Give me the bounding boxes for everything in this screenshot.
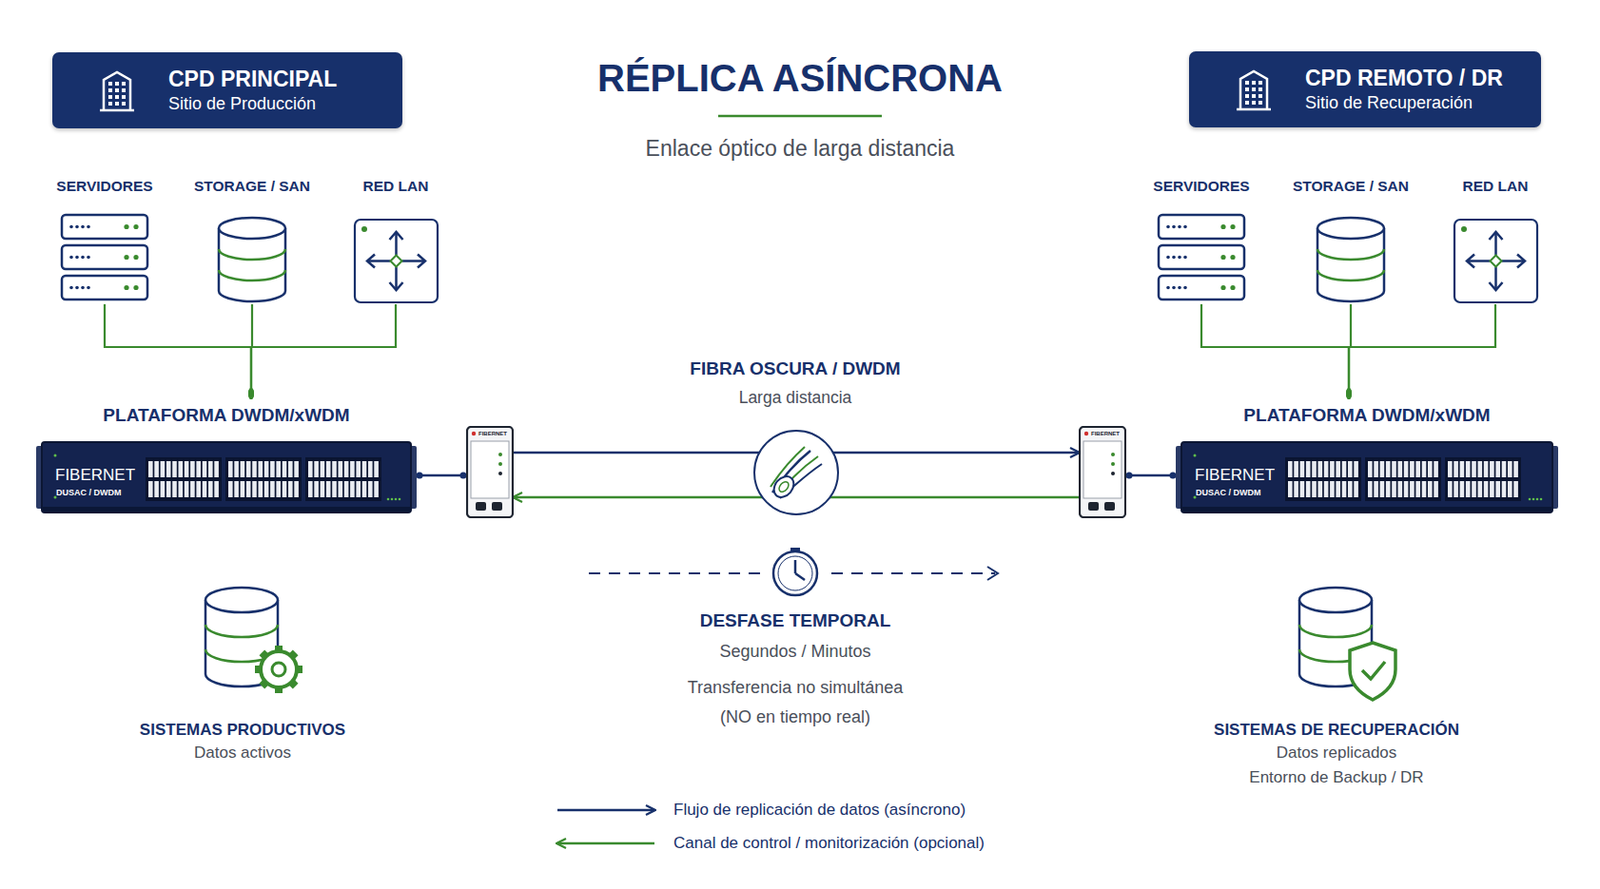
port-dot <box>460 472 468 480</box>
diagram-subtitle: Enlace óptico de larga distancia <box>645 134 956 163</box>
title-underline <box>718 115 882 118</box>
fiber-link <box>416 474 467 478</box>
site-subtitle: Sitio de Producción <box>168 92 382 116</box>
equipment-symbol-svg <box>215 215 289 305</box>
database-icon-svg <box>202 585 306 704</box>
equipment-icon: RED LAN <box>319 176 472 305</box>
equipment-symbol <box>1314 215 1387 305</box>
system-title: SISTEMAS DE RECUPERACIÓN <box>1213 720 1460 742</box>
transceiver-body <box>1078 426 1127 519</box>
junction-dot <box>248 388 254 400</box>
equipment-label: RED LAN <box>1463 176 1529 196</box>
building-icon-svg <box>97 68 137 113</box>
junction-dot <box>248 388 254 400</box>
equipment-label: SERVIDORES <box>56 176 153 196</box>
building-icon <box>97 68 137 113</box>
link-line <box>1201 304 1349 400</box>
annotation-text: DESFASE TEMPORAL <box>700 608 892 633</box>
equipment-symbol-svg <box>352 217 440 305</box>
site-subtitle: Sitio de Recuperación <box>1305 91 1521 115</box>
equipment-icon: STORAGE / SAN <box>175 176 329 305</box>
legend-text: Canal de control / monitorización (opcio… <box>673 833 985 855</box>
legend-line-sample <box>557 809 655 813</box>
equipment-icon: SERVIDORES <box>28 176 181 305</box>
transceiver-brand: FIBERNET <box>1091 429 1120 438</box>
transceiver-unit: FIBERNET <box>466 426 514 519</box>
equipment-label: STORAGE / SAN <box>1292 176 1409 196</box>
fiber-link <box>1126 474 1176 478</box>
transceiver-unit: FIBERNET <box>1078 426 1127 519</box>
annotation-text: Segundos / Minutos <box>719 641 871 664</box>
transceiver-body-svg <box>1078 426 1127 519</box>
dwdm-platform: PLATAFORMA DWDM/xWDM FIBERNETDUSAC / DWDM <box>1175 399 1559 517</box>
equipment-symbol-svg <box>59 213 150 305</box>
site-header-box: CPD REMOTO / DRSitio de Recuperación <box>1189 51 1542 128</box>
system-summary: SISTEMAS PRODUCTIVOSDatos activos <box>90 585 395 766</box>
rack-brand: FIBERNET <box>1194 466 1275 486</box>
equipment-icon: RED LAN <box>1419 176 1572 305</box>
equipment-symbol <box>59 213 150 305</box>
system-summary: SISTEMAS DE RECUPERACIÓNDatos replicados… <box>1184 585 1489 791</box>
equipment-icon: SERVIDORES <box>1125 176 1278 305</box>
dwdm-platform: PLATAFORMA DWDM/xWDM FIBERNETDUSAC / DWDM <box>36 399 417 517</box>
link-line <box>104 304 252 400</box>
equipment-symbol <box>1156 213 1247 305</box>
rack-model: DUSAC / DWDM <box>1195 487 1262 499</box>
site-title: CPD PRINCIPAL <box>168 65 382 93</box>
junction-dot <box>1346 388 1352 400</box>
platform-label: PLATAFORMA DWDM/xWDM <box>36 404 417 428</box>
link-line <box>251 304 396 400</box>
database-icon <box>1296 585 1400 704</box>
transceiver-brand: FIBERNET <box>478 429 508 438</box>
junction-dot <box>1346 388 1352 400</box>
annotation-text: Larga distancia <box>739 387 853 410</box>
equipment-label: STORAGE / SAN <box>194 176 311 196</box>
equipment-label: SERVIDORES <box>1152 176 1249 196</box>
annotation-text: (NO en tiempo real) <box>720 706 871 729</box>
system-detail: Datos replicados <box>1276 741 1398 766</box>
system-detail: Entorno de Backup / DR <box>1248 765 1424 791</box>
database-icon-svg <box>1296 585 1400 704</box>
system-detail: Datos activos <box>194 741 292 766</box>
database-icon <box>202 585 306 704</box>
site-header-box: CPD PRINCIPALSitio de Producción <box>52 52 403 129</box>
junction-dot <box>1346 388 1352 400</box>
legend-line-sample <box>557 842 655 846</box>
equipment-symbol <box>352 217 440 305</box>
annotation-text: Transferencia no simultánea <box>687 677 903 700</box>
transceiver-body-svg <box>466 426 514 519</box>
building-icon <box>1234 67 1273 112</box>
equipment-symbol <box>1452 217 1540 305</box>
transceiver-body <box>466 426 514 519</box>
port-dot <box>1170 472 1177 480</box>
legend-text: Flujo de replicación de datos (asíncrono… <box>673 800 966 821</box>
equipment-symbol <box>215 215 289 305</box>
port-dot <box>416 472 424 480</box>
diagram-title: RÉPLICA ASÍNCRONA <box>597 55 1003 101</box>
fiber-bundle-icon <box>754 430 839 515</box>
system-title: SISTEMAS PRODUCTIVOS <box>139 720 346 742</box>
rack-model: DUSAC / DWDM <box>56 487 122 499</box>
clock-icon <box>773 547 818 596</box>
link-line <box>1348 304 1496 400</box>
platform-label: PLATAFORMA DWDM/xWDM <box>1175 404 1559 428</box>
site-title: CPD REMOTO / DR <box>1305 64 1521 92</box>
equipment-symbol-svg <box>1452 217 1540 305</box>
equipment-symbol-svg <box>1314 215 1387 305</box>
equipment-icon: STORAGE / SAN <box>1274 176 1427 305</box>
rack-brand: FIBERNET <box>55 466 136 486</box>
annotation-text: FIBRA OSCURA / DWDM <box>689 356 900 381</box>
equipment-symbol-svg <box>1156 213 1247 305</box>
junction-dot <box>248 388 254 400</box>
equipment-label: RED LAN <box>363 176 430 196</box>
building-icon-svg <box>1234 67 1273 112</box>
port-dot <box>1126 472 1133 480</box>
